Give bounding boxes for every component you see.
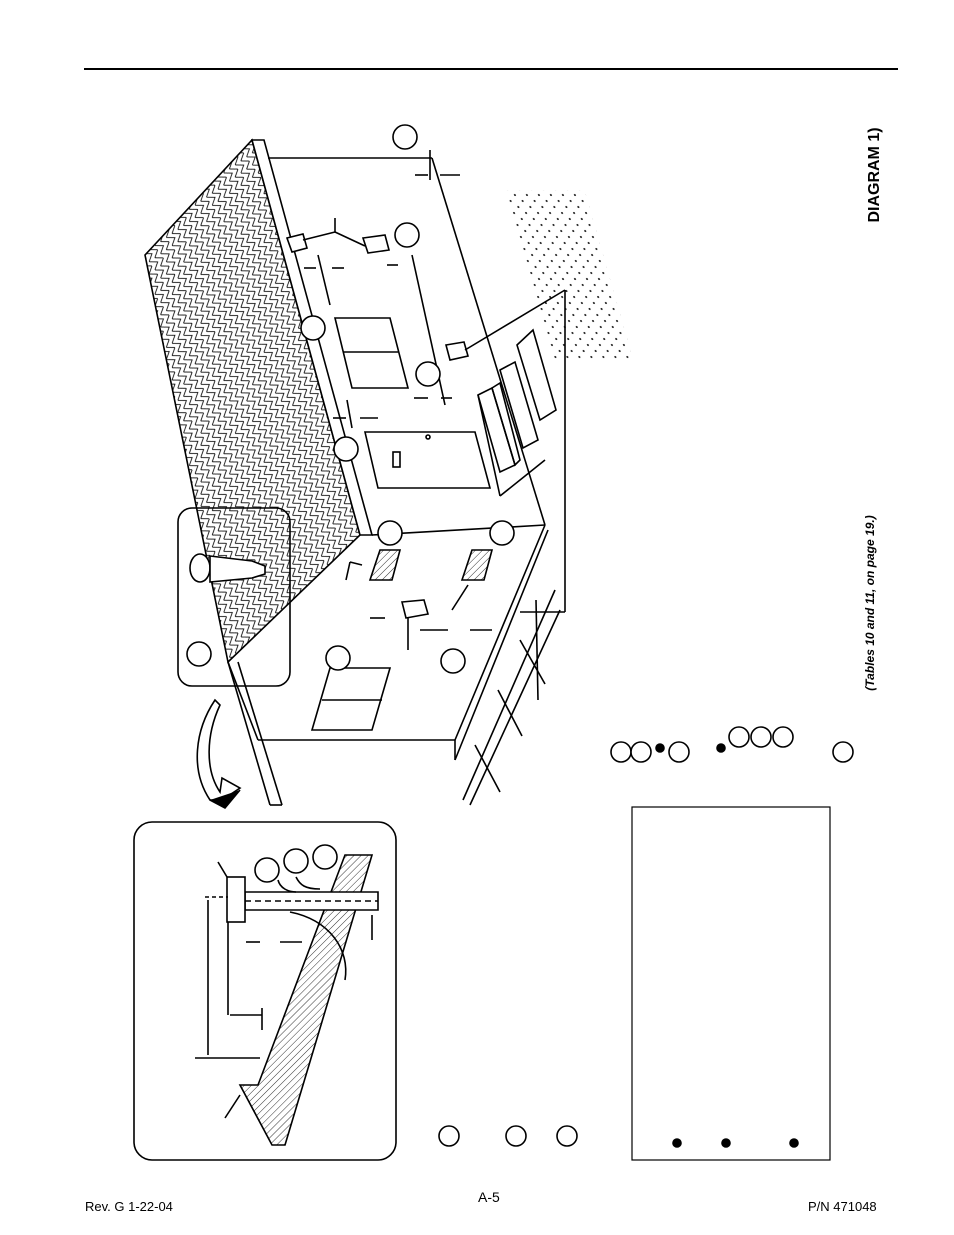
legend-circle (630, 741, 652, 763)
callout-circle (333, 436, 359, 462)
callout-circle (312, 844, 338, 870)
detail-arrow (196, 698, 242, 801)
stipple-area (504, 190, 634, 360)
part-number: P/N 471048 (808, 1199, 877, 1214)
door-panel (363, 431, 492, 489)
callout-circle (325, 645, 351, 671)
table-box (631, 806, 831, 1161)
legend-circle (610, 741, 632, 763)
header-rule (84, 68, 898, 70)
fixture-right (361, 234, 391, 254)
legend-dot (655, 743, 665, 753)
legend-circle (832, 741, 854, 763)
callout-circle (300, 315, 326, 341)
callout-circle (440, 648, 466, 674)
page-number: A-5 (478, 1189, 500, 1205)
revision-label: Rev. G 1-22-04 (85, 1199, 173, 1214)
legend-circle (750, 726, 772, 748)
foundation-grid (454, 529, 561, 806)
callout-circle (392, 124, 418, 150)
callout-circle (489, 520, 515, 546)
legend-circle (505, 1125, 527, 1147)
steps (477, 328, 557, 497)
legend-circle (438, 1125, 460, 1147)
callout-circle (254, 857, 280, 883)
callout-circle (394, 222, 420, 248)
vent-left (368, 549, 402, 581)
side-wall (227, 524, 546, 741)
chimney-detail (177, 507, 291, 687)
ceiling-slab (144, 138, 374, 664)
callout-circle (186, 641, 212, 667)
callout-circle (283, 848, 309, 874)
callout-circle (415, 361, 441, 387)
legend-circle (772, 726, 794, 748)
window-side (310, 667, 392, 731)
legend-circle (728, 726, 750, 748)
callout-circle (377, 520, 403, 546)
legend-circle (556, 1125, 578, 1147)
overhang-detail (133, 821, 397, 1161)
fixture-left (285, 233, 308, 253)
vent-right (460, 549, 494, 581)
window-upper (333, 317, 410, 389)
legend-circle (668, 741, 690, 763)
legend-dot (716, 743, 726, 753)
